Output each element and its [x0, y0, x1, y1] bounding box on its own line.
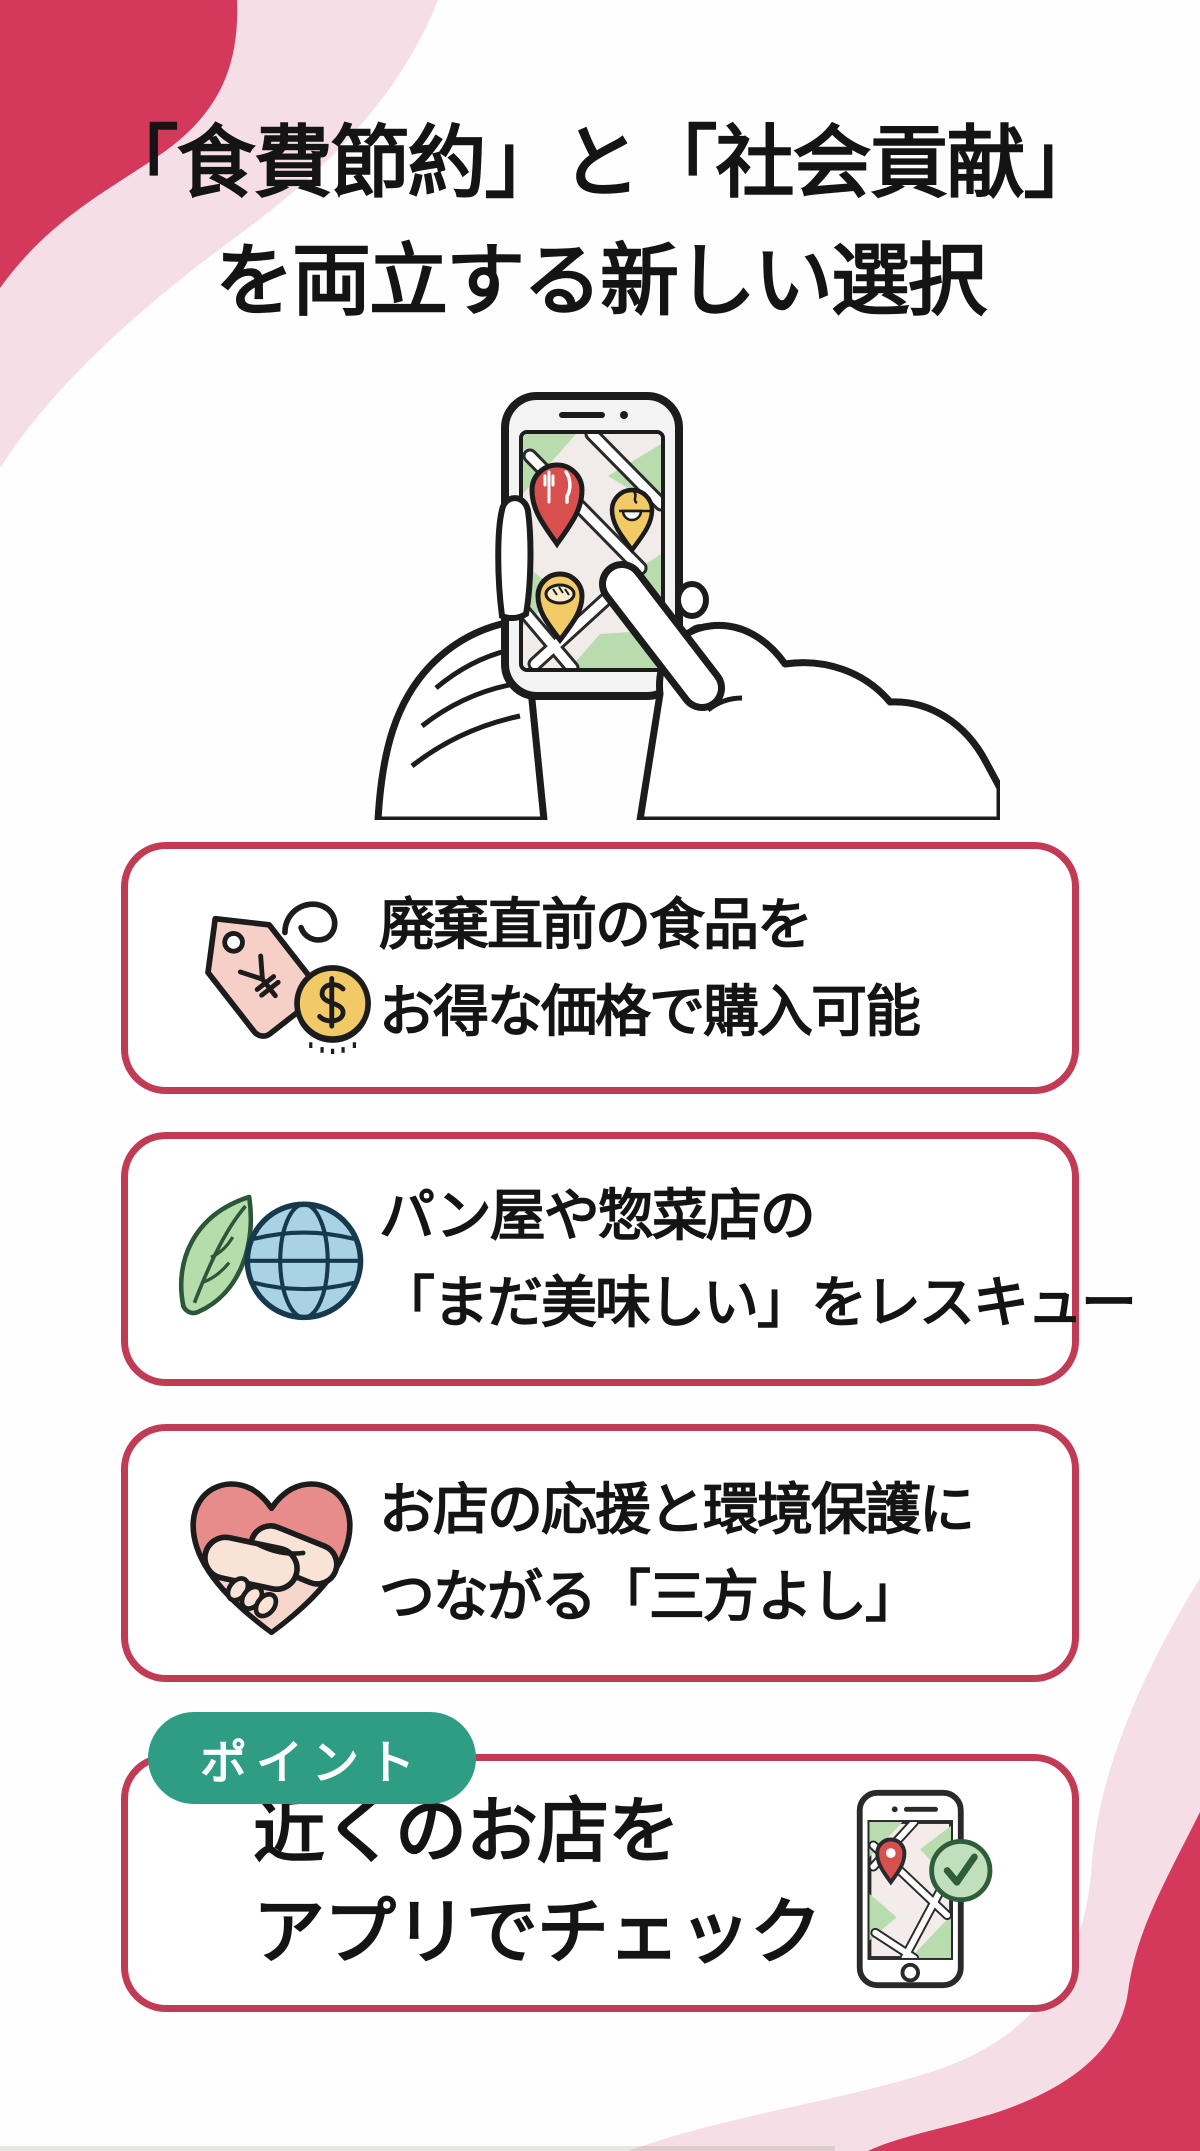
feature-text: お店の応援と環境保護に つながる「三方よし」	[379, 1466, 975, 1640]
page-title: 「食費節約」と「社会貢献」 を両立する新しい選択	[0, 104, 1200, 340]
feature-1-line-2: お得な価格で購入可能	[379, 980, 921, 1043]
feature-card-rescue: パン屋や惣菜店の 「まだ美味しい」をレスキュー	[121, 1132, 1137, 1386]
top-left-red-blob	[0, 0, 238, 288]
point-badge-label: ポイント	[200, 1735, 424, 1789]
feature-text: パン屋や惣菜店の 「まだ美味しい」をレスキュー	[379, 1172, 1137, 1346]
restaurant-pin-icon	[529, 462, 585, 549]
right-hand-pointing	[599, 561, 1000, 820]
bakery-pin-icon	[535, 571, 585, 645]
bottom-right-pink-blob	[628, 1578, 1200, 2151]
smartphone-map-with-checkmark-icon	[844, 1787, 994, 1998]
feature-3-line-1: お店の応援と環境保護に	[379, 1478, 975, 1541]
price-tag-yen-and-coin-icon	[164, 882, 379, 1054]
feature-text: 廃棄直前の食品を お得な価格で購入可能	[379, 881, 921, 1055]
feature-2-line-1: パン屋や惣菜店の	[379, 1184, 816, 1247]
bottom-right-red-blob	[868, 1812, 1200, 2151]
leaf-and-globe-icon	[164, 1179, 379, 1339]
feature-3-line-2: つながる「三方よし」	[379, 1565, 921, 1628]
hands-holding-phone-map-illustration	[374, 392, 1000, 820]
left-thumb	[495, 495, 534, 622]
point-line-1: 近くのお店を	[253, 1792, 680, 1872]
point-line-2: アプリでチェック	[253, 1893, 822, 1973]
page-title-line-1: 「食費節約」と「社会貢献」	[99, 118, 1103, 207]
bottom-edge-artifact	[0, 2146, 835, 2151]
point-text: 近くのお店を アプリでチェック	[253, 1782, 822, 1984]
page-title-line-2: を両立する新しい選択	[215, 236, 987, 325]
feature-2-line-2: 「まだ美味しい」をレスキュー	[379, 1271, 1137, 1334]
feature-card-discount: 廃棄直前の食品を お得な価格で購入可能	[121, 842, 1079, 1094]
point-badge: ポイント	[148, 1712, 476, 1804]
feature-1-line-1: 廃棄直前の食品を	[379, 893, 813, 956]
feature-card-sanpo-yoshi: お店の応援と環境保護に つながる「三方よし」	[121, 1424, 1079, 1682]
heart-handshake-icon	[164, 1464, 379, 1642]
cafe-pin-icon	[609, 487, 655, 554]
